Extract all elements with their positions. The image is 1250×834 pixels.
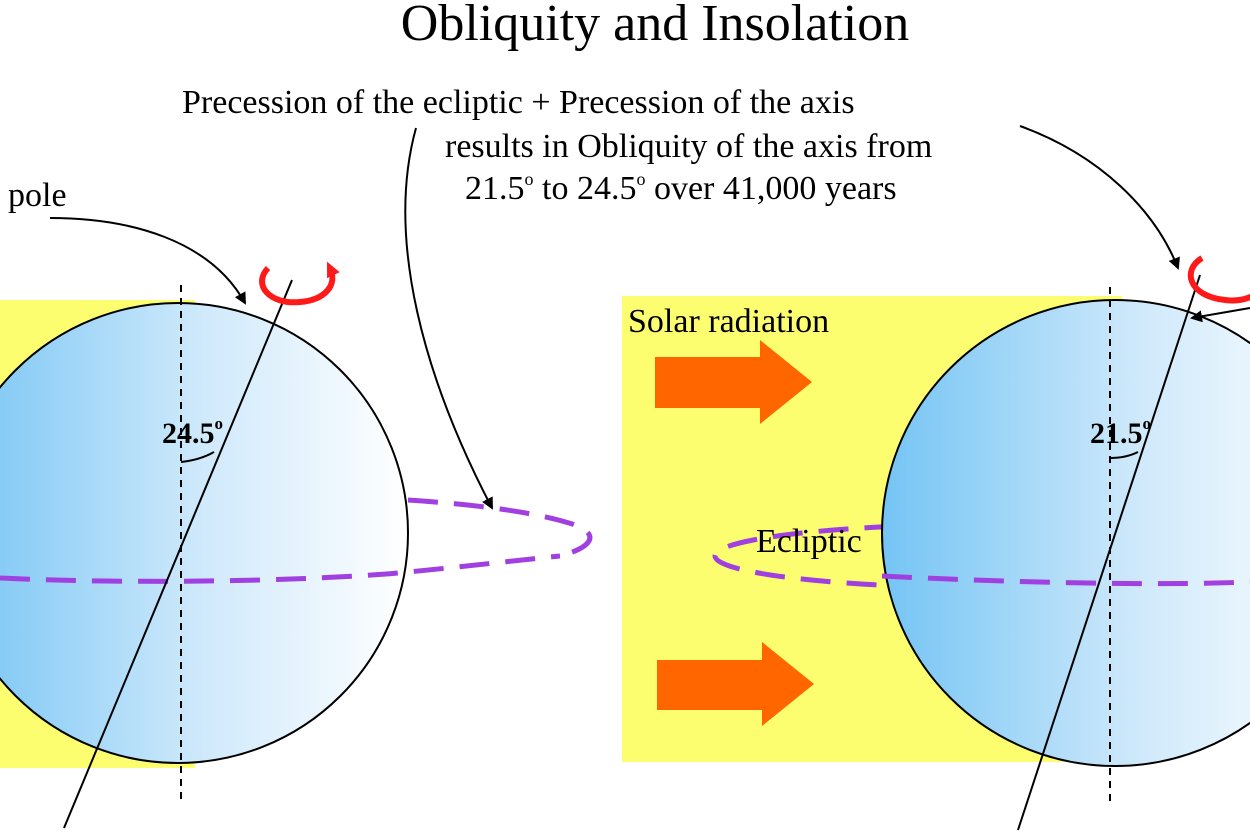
caption-line-1: Precession of the ecliptic + Precession … xyxy=(182,84,855,121)
left-tilted-axis xyxy=(63,279,293,829)
pole-label: pole xyxy=(8,177,67,214)
pointer-arrow-icon xyxy=(49,217,246,305)
left-angle-arc xyxy=(180,451,215,463)
ecliptic-label: Ecliptic xyxy=(756,523,862,560)
pointer-arrow-icon xyxy=(1019,125,1180,270)
caption-line-3: 21.5o to 24.5o over 41,000 years xyxy=(465,169,897,207)
solar-radiation-arrow-icon xyxy=(657,642,814,726)
solar-radiation-arrow-icon xyxy=(655,340,812,424)
left-globe xyxy=(0,302,409,764)
solar-radiation-label: Solar radiation xyxy=(628,303,829,340)
pointer-arrow-icon xyxy=(404,127,493,510)
right-angle-arc xyxy=(1109,451,1139,459)
pointer-arrow-icon xyxy=(1190,307,1250,323)
diagram-title: Obliquity and Insolation xyxy=(401,0,909,52)
right-globe xyxy=(881,299,1250,767)
right-angle-label: 21.5o xyxy=(1090,414,1151,450)
rotation-arrow-icon xyxy=(259,261,340,306)
caption-line-2: results in Obliquity of the axis from xyxy=(445,128,932,165)
left-ecliptic-front xyxy=(0,497,593,584)
left-angle-label: 24.5o xyxy=(162,414,223,450)
right-ecliptic-front xyxy=(881,573,1250,587)
right-tilted-axis xyxy=(1017,274,1201,831)
